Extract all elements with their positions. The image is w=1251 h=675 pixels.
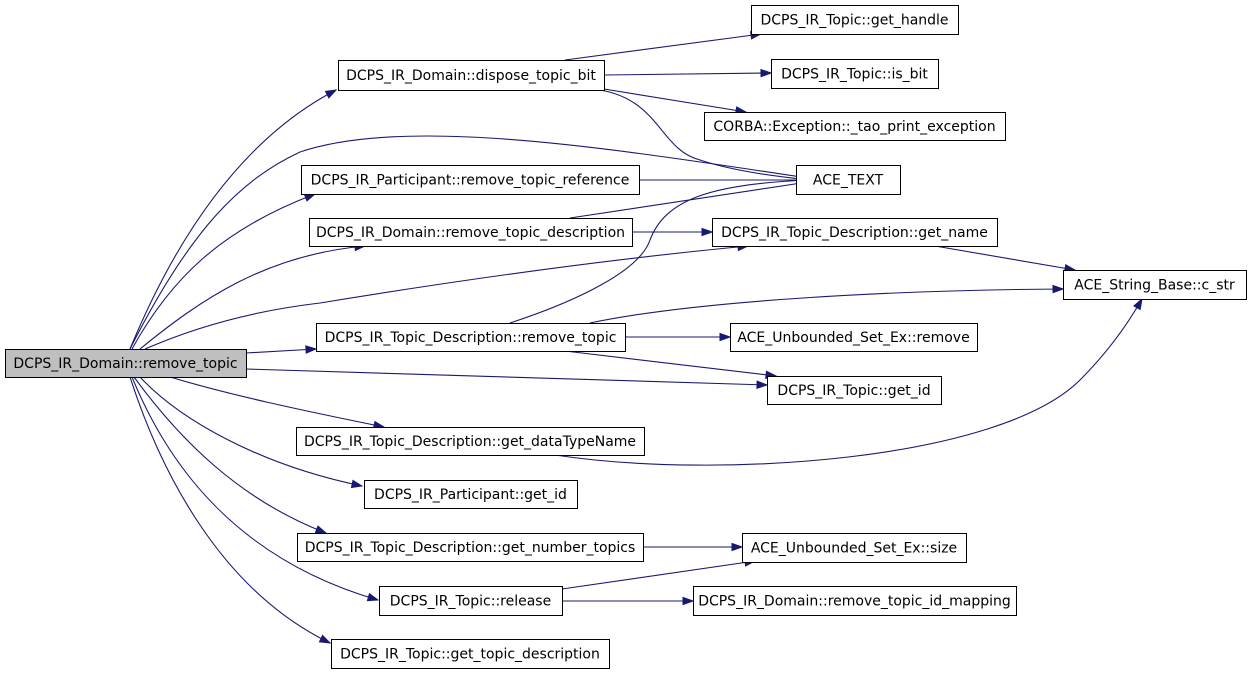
- node-box: [5, 349, 247, 378]
- node-n15[interactable]: DCPS_IR_Topic_Description::get_number_to…: [297, 533, 644, 562]
- node-n18[interactable]: DCPS_IR_Domain::remove_topic_id_mapping: [693, 586, 1017, 616]
- edge-n0-to-n17: [131, 376, 380, 602]
- edge-n8-to-n9: [934, 245, 1077, 273]
- node-n3[interactable]: DCPS_IR_Topic::is_bit: [771, 59, 939, 89]
- node-label: CORBA::Exception::_tao_print_exception: [713, 119, 995, 135]
- node-n1[interactable]: DCPS_IR_Domain::dispose_topic_bit: [338, 60, 605, 91]
- node-n19[interactable]: DCPS_IR_Topic::get_topic_description: [331, 639, 610, 669]
- arrowhead: [305, 345, 318, 354]
- node-n13[interactable]: DCPS_IR_Topic_Description::get_dataTypeN…: [296, 427, 645, 456]
- node-box: [712, 218, 998, 247]
- node-n9[interactable]: ACE_String_Base::c_str: [1063, 270, 1247, 300]
- node-box: [730, 323, 978, 352]
- node-n6[interactable]: DCPS_IR_Participant::remove_topic_refere…: [301, 165, 640, 195]
- arrowhead: [756, 380, 769, 389]
- node-box: [796, 165, 901, 195]
- edge-n1-to-n3: [603, 68, 773, 78]
- node-n2[interactable]: DCPS_IR_Topic::get_handle: [751, 5, 959, 35]
- node-n14[interactable]: DCPS_IR_Participant::get_id: [364, 480, 578, 509]
- node-label: DCPS_IR_Domain::dispose_topic_bit: [346, 68, 596, 84]
- node-n12[interactable]: DCPS_IR_Topic::get_id: [767, 376, 942, 405]
- node-n5[interactable]: ACE_TEXT: [796, 165, 901, 195]
- node-label: ACE_Unbounded_Set_Ex::remove: [737, 330, 969, 346]
- edge-n7-to-n8: [632, 227, 714, 237]
- node-box: [297, 533, 644, 562]
- node-label: DCPS_IR_Topic::is_bit: [781, 67, 928, 83]
- arrowhead: [701, 227, 714, 237]
- node-label: DCPS_IR_Topic::get_handle: [760, 13, 948, 29]
- node-label: ACE_Unbounded_Set_Ex::size: [751, 541, 957, 557]
- edge-n0-to-n19: [129, 376, 332, 644]
- arrowhead: [760, 68, 773, 78]
- node-box: [1063, 270, 1247, 300]
- node-label: DCPS_IR_Participant::get_id: [374, 487, 567, 503]
- arrowhead: [1133, 297, 1143, 311]
- node-label: DCPS_IR_Domain::remove_topic: [13, 356, 237, 372]
- edge-n17-to-n18: [562, 596, 695, 606]
- node-box: [771, 59, 939, 89]
- edge-n10-to-n12: [564, 350, 778, 380]
- arrowhead: [324, 89, 338, 99]
- node-box: [309, 218, 633, 247]
- arrowhead: [731, 542, 744, 552]
- node-label: DCPS_IR_Topic::release: [390, 594, 551, 610]
- node-label: DCPS_IR_Topic::get_topic_description: [340, 647, 600, 663]
- node-label: ACE_TEXT: [813, 173, 884, 189]
- node-label: DCPS_IR_Topic::get_id: [777, 383, 930, 399]
- edge-n0-to-n14: [139, 376, 364, 489]
- node-box: [296, 427, 645, 456]
- arrowhead: [314, 525, 328, 534]
- node-label: DCPS_IR_Domain::remove_topic_description: [316, 225, 625, 241]
- node-n16[interactable]: ACE_Unbounded_Set_Ex::size: [742, 533, 967, 563]
- edge-n0-to-n13: [169, 376, 386, 430]
- edge-n0-to-n1: [129, 89, 338, 350]
- node-box: [301, 165, 640, 195]
- arrowhead: [682, 596, 695, 606]
- node-box: [704, 112, 1006, 141]
- edge-n1-to-n4: [603, 88, 748, 115]
- edge-n6-to-n5: [639, 175, 810, 185]
- edge-n10-to-n11: [625, 332, 732, 342]
- node-n4[interactable]: CORBA::Exception::_tao_print_exception: [704, 112, 1006, 141]
- node-label: DCPS_IR_Topic_Description::get_dataTypeN…: [304, 434, 636, 450]
- node-label: DCPS_IR_Topic_Description::remove_topic: [325, 330, 617, 346]
- node-n0[interactable]: DCPS_IR_Domain::remove_topic: [5, 349, 247, 378]
- edge-n0-to-n10: [245, 345, 318, 354]
- node-label: DCPS_IR_Topic_Description::get_number_to…: [305, 540, 636, 556]
- arrowhead: [318, 634, 332, 644]
- edge-n0-to-n6: [131, 193, 317, 350]
- node-box: [379, 586, 563, 616]
- edge-n0-to-n12: [245, 368, 769, 389]
- arrowhead: [366, 592, 380, 602]
- edge-n15-to-n16: [643, 542, 744, 552]
- node-box: [331, 639, 610, 669]
- arrowhead: [719, 332, 732, 342]
- node-label: DCPS_IR_Domain::remove_topic_id_mapping: [698, 594, 1011, 610]
- nodes-layer: DCPS_IR_Domain::remove_topicDCPS_IR_Doma…: [5, 5, 1247, 669]
- arrowhead: [350, 479, 364, 489]
- edge-n1-to-n2: [564, 31, 763, 61]
- node-n10[interactable]: DCPS_IR_Topic_Description::remove_topic: [316, 323, 626, 352]
- arrowhead: [1052, 284, 1065, 294]
- node-box: [364, 480, 578, 509]
- node-box: [751, 5, 959, 35]
- node-n7[interactable]: DCPS_IR_Domain::remove_topic_description: [309, 218, 633, 247]
- node-n17[interactable]: DCPS_IR_Topic::release: [379, 586, 563, 616]
- node-n8[interactable]: DCPS_IR_Topic_Description::get_name: [712, 218, 998, 247]
- node-box: [693, 586, 1017, 616]
- node-box: [767, 376, 942, 405]
- edge-n17-to-n16: [561, 558, 757, 590]
- node-label: ACE_String_Base::c_str: [1074, 278, 1235, 294]
- arrowhead: [303, 193, 317, 202]
- node-n11[interactable]: ACE_Unbounded_Set_Ex::remove: [730, 323, 978, 352]
- edge-n10-to-n9: [589, 284, 1065, 324]
- edge-n13-to-n9: [554, 297, 1143, 466]
- node-box: [316, 323, 626, 352]
- node-label: DCPS_IR_Participant::remove_topic_refere…: [311, 173, 630, 189]
- edge-n0-to-n15: [133, 376, 328, 534]
- node-box: [742, 533, 967, 563]
- node-label: DCPS_IR_Topic_Description::get_name: [721, 225, 988, 241]
- node-box: [338, 60, 605, 91]
